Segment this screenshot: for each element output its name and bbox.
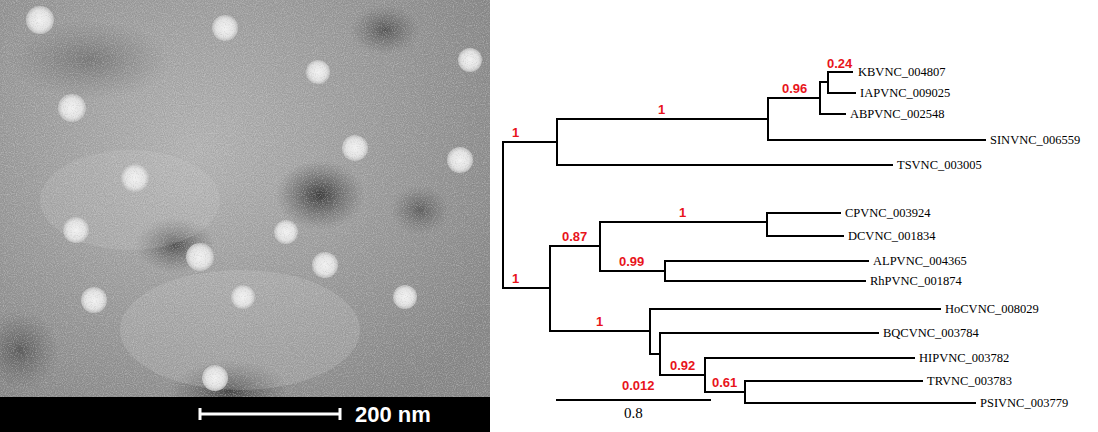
support-value: 1	[678, 206, 687, 219]
support-value: 1	[657, 103, 666, 116]
scale-bar-label: 200 nm	[355, 404, 431, 426]
taxon-label: HIPVNC_003782	[919, 352, 1009, 365]
support-value: 0.012	[621, 379, 656, 392]
taxon-label: ALPVNC_004365	[873, 255, 967, 268]
support-value: 0.61	[711, 376, 738, 389]
scale-bar-band: 200 nm	[0, 397, 490, 432]
tem-micrograph	[0, 0, 490, 432]
support-value: 1	[511, 272, 520, 285]
taxon-label: CPVNC_003924	[845, 207, 930, 220]
support-value: 0.96	[781, 82, 808, 95]
support-value: 0.99	[618, 255, 645, 268]
taxon-label: TRVNC_003783	[927, 375, 1012, 388]
taxon-label: IAPVNC_009025	[860, 87, 950, 100]
support-value: 0.92	[669, 359, 696, 372]
taxon-label: ABPVNC_002548	[850, 108, 944, 121]
taxon-label: RhPVNC_001874	[870, 275, 962, 288]
taxon-label: PSIVNC_003779	[980, 397, 1068, 410]
support-value: 0.24	[826, 57, 853, 70]
support-value: 1	[511, 126, 520, 139]
taxon-label: DCVNC_001834	[848, 230, 936, 243]
taxon-label: TSVNC_003005	[897, 159, 982, 172]
support-value: 0.87	[561, 230, 588, 243]
taxon-label: HoCVNC_008029	[945, 303, 1039, 316]
taxon-label: KBVNC_004807	[858, 66, 946, 79]
taxon-label: BQCVNC_003784	[883, 327, 979, 340]
scale-label: 0.8	[624, 406, 643, 421]
support-value: 1	[595, 315, 604, 328]
taxon-label: SINVNC_006559	[990, 134, 1080, 147]
